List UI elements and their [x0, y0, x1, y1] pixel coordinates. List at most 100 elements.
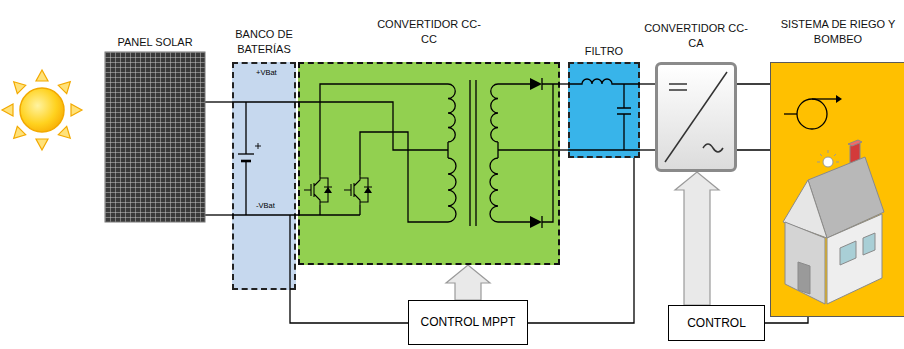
wire	[640, 84, 655, 85]
pump-symbol	[797, 99, 827, 129]
inverter-symbol	[669, 84, 687, 90]
push-pull-circuit	[320, 84, 448, 175]
house-illustration	[798, 262, 810, 294]
push-pull-circuit	[490, 84, 498, 222]
push-pull-circuit	[470, 80, 476, 226]
light-bulb	[817, 150, 839, 162]
house-illustration	[848, 140, 862, 146]
lc-filter-circuit	[568, 62, 640, 158]
sun-ray	[58, 82, 70, 94]
house-illustration	[785, 222, 825, 304]
wire	[640, 150, 655, 151]
push-pull-circuit	[298, 205, 360, 215]
lc-filter-circuit	[568, 79, 640, 84]
inverter-symbol	[703, 144, 723, 152]
battery-bank: BANCO DE BATERÍAS+VBat-VBat	[232, 62, 296, 290]
lc-filter-circuit	[568, 79, 640, 150]
pump-symbol	[812, 98, 836, 99]
block-title: PANEL SOLAR	[100, 35, 210, 49]
pin-label: +VBat	[256, 69, 277, 77]
igbt-symbol	[324, 187, 332, 193]
wire	[290, 290, 408, 323]
wire	[560, 150, 568, 151]
igbt-symbol	[364, 187, 372, 193]
sun-ray	[14, 126, 26, 138]
sun-ray	[2, 70, 82, 150]
dc-dc-converter: CONVERTIDOR CC-CC	[298, 62, 560, 265]
igbt-symbol	[344, 175, 372, 205]
wire	[765, 317, 808, 323]
lc-filter-circuit	[617, 84, 631, 150]
wire	[560, 84, 568, 85]
sun-ray	[58, 126, 70, 138]
push-pull-circuit	[498, 149, 560, 150]
pump-and-house	[836, 95, 842, 103]
block-title: FILTRO	[568, 44, 640, 58]
inverter-symbol	[665, 72, 727, 162]
sun-ray	[14, 82, 26, 94]
push-pull-circuit	[498, 84, 553, 228]
house-illustration	[840, 241, 856, 265]
push-pull-circuit	[360, 132, 448, 222]
wire	[640, 149, 655, 150]
wire	[290, 290, 408, 323]
inverter-symbol	[665, 72, 727, 162]
control-arrow	[446, 265, 490, 300]
igbt-symbol	[344, 175, 372, 205]
house-illustration	[863, 233, 875, 255]
control-arrow	[675, 172, 719, 305]
block-title: SISTEMA DE RIEGO Y BOMBEO	[771, 17, 904, 46]
block-title: CONVERTIDOR CC-CA	[641, 21, 751, 50]
control-arrow	[446, 265, 490, 300]
igbt-symbol	[304, 175, 332, 205]
push-pull-circuit	[298, 62, 560, 265]
battery-circuit	[232, 102, 296, 290]
push-pull-circuit	[498, 78, 560, 90]
solar-panel-cells	[105, 52, 205, 222]
battery-circuit	[255, 143, 261, 149]
sun-ray	[71, 104, 82, 116]
light-bulb	[823, 157, 833, 167]
battery-circuit	[245, 102, 246, 215]
push-pull-circuit	[448, 84, 456, 222]
battery-circuit	[232, 62, 296, 290]
sun-ray	[36, 70, 48, 81]
sun-disc	[20, 88, 64, 132]
battery-circuit	[241, 160, 251, 163]
sun-illustration	[0, 0, 100, 200]
pin-label: -VBat	[256, 202, 275, 210]
wire	[560, 83, 568, 84]
load-system: SISTEMA DE RIEGO Y BOMBEO	[770, 62, 904, 317]
wire	[205, 215, 232, 216]
wire	[737, 149, 770, 150]
lc-filter-circuit	[568, 149, 640, 150]
push-pull-circuit	[298, 78, 560, 228]
wire	[737, 150, 770, 151]
pump-symbol	[784, 99, 836, 129]
inverter-symbol	[655, 62, 737, 172]
block-title: CONVERTIDOR CC-CC	[374, 17, 484, 46]
box-label: CONTROL MPPT	[421, 315, 516, 329]
filter: FILTRO	[568, 62, 640, 158]
sun-ray	[36, 139, 48, 150]
wire	[737, 83, 770, 84]
control-arrow	[675, 172, 719, 305]
solar-panel-cells	[105, 52, 205, 222]
battery-circuit	[238, 153, 254, 154]
wire	[205, 102, 232, 103]
control-box: CONTROL	[668, 305, 765, 341]
pump-and-house	[770, 62, 904, 317]
sun-ray	[2, 104, 13, 116]
mppt-control-box: CONTROL MPPT	[408, 300, 528, 345]
solar-panel: PANEL SOLAR	[105, 52, 205, 222]
wire	[765, 317, 808, 323]
push-pull-circuit	[530, 78, 542, 228]
wire	[205, 101, 232, 102]
igbt-symbol	[304, 175, 332, 205]
battery-circuit	[232, 102, 296, 215]
wire	[737, 84, 770, 85]
block-title: BANCO DE BATERÍAS	[219, 27, 309, 56]
light-bulb	[817, 150, 839, 167]
wire	[560, 149, 568, 150]
